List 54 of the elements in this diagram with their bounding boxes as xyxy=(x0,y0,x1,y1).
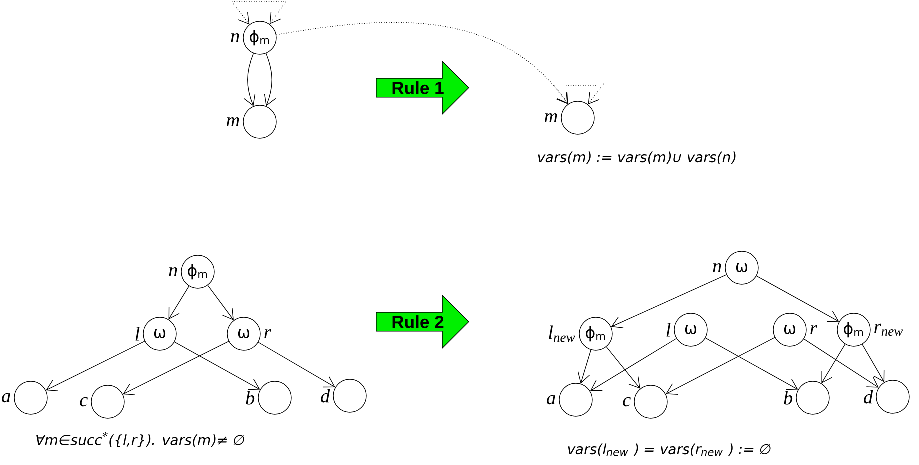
node-label: n xyxy=(231,33,240,43)
arrow xyxy=(208,285,234,320)
node-label: n xyxy=(713,263,722,273)
arrow xyxy=(168,286,190,320)
arrow xyxy=(611,274,727,328)
node-label: b xyxy=(784,391,793,405)
circle-node: ϕ$_{m}$ xyxy=(837,313,871,347)
arrow xyxy=(588,84,604,105)
arrow xyxy=(258,342,336,388)
node-label: b xyxy=(246,391,255,405)
node-label: c xyxy=(623,397,631,407)
node-label: l xyxy=(136,327,140,341)
node-label: m xyxy=(226,117,240,127)
arrow xyxy=(822,344,846,384)
arrow xyxy=(666,337,776,395)
arrow xyxy=(46,341,146,392)
node-label: l$_{new}$ xyxy=(549,326,576,342)
circle-node: ω xyxy=(725,251,759,285)
node-label: r xyxy=(810,325,818,335)
arrow xyxy=(174,342,260,390)
node-label: n xyxy=(169,267,178,277)
arrow xyxy=(804,338,879,388)
node-label: d xyxy=(321,389,330,403)
arrow xyxy=(270,2,286,24)
node-label: l xyxy=(666,323,671,337)
arrow xyxy=(606,346,640,389)
node-label: c xyxy=(80,397,88,407)
circle-node: ϕ$_{m}$ xyxy=(579,317,613,351)
circle-node: ϕ$_{m}$ xyxy=(181,255,215,289)
formula-text: ∀m∈succ$^{*}$({l,r}). vars(m)≠ ∅ xyxy=(36,432,244,448)
node-label: a xyxy=(547,395,556,405)
arrow xyxy=(756,276,840,322)
arrow xyxy=(232,2,250,25)
circle-node: ω xyxy=(674,313,708,347)
arrow xyxy=(862,344,885,382)
circle-node: ω xyxy=(227,317,261,351)
arrow xyxy=(244,53,256,106)
arrow xyxy=(123,341,230,396)
node-label: d xyxy=(864,390,874,404)
arrow xyxy=(552,84,568,104)
circle-node: ω xyxy=(773,313,807,347)
node-label: a xyxy=(2,393,10,403)
arrow xyxy=(705,338,798,390)
arrow xyxy=(276,22,568,104)
circle-node: ϕ$_{m}$ xyxy=(243,21,277,55)
node-label: m xyxy=(544,113,558,123)
formula-text: vars(l$_{new}$ ) = vars(r$_{new}$ ) := ∅ xyxy=(568,444,771,456)
arrow xyxy=(578,350,592,384)
node-label: r xyxy=(264,329,272,339)
arrow xyxy=(590,338,677,392)
node-label: r$_{new}$ xyxy=(874,324,904,336)
circle-node: ω xyxy=(143,317,177,351)
arrow xyxy=(264,53,276,106)
formula-text: vars(m) := vars(m)∪ vars(n) xyxy=(538,152,736,164)
